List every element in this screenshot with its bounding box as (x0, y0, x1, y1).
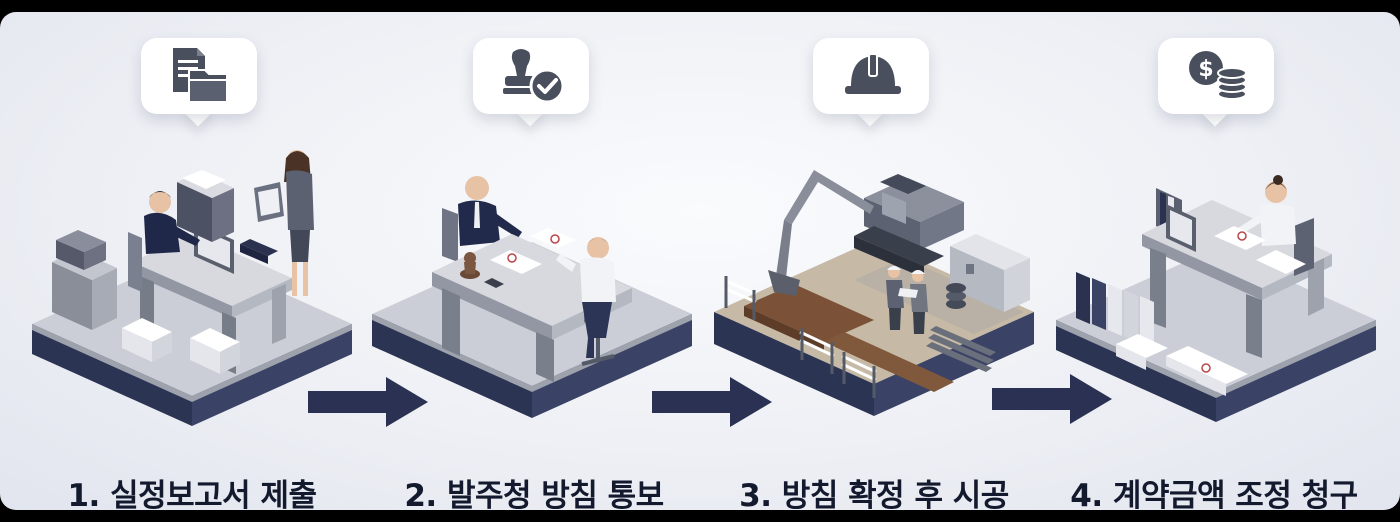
arrow-3-to-4 (990, 374, 1114, 428)
hard-hat-icon (813, 38, 929, 114)
step-3-construction-scene (704, 130, 1044, 434)
step-1-office-scene (22, 142, 362, 436)
step-4-office-scene (1046, 148, 1386, 432)
arrow-2-to-3 (650, 377, 774, 431)
document-folder-icon (141, 38, 257, 114)
step-2-meeting-scene (362, 142, 702, 436)
step-2-bubble (473, 38, 589, 127)
dollar-coins-icon: $ (1158, 38, 1274, 114)
step-4-bubble: $ (1158, 38, 1274, 127)
step-2-label: 2. 발주청 방침 통보 (404, 478, 664, 510)
step-3-label: 3. 방침 확정 후 시공 (739, 478, 1009, 510)
diagram-canvas: $ (0, 12, 1400, 510)
step-1-label: 1. 실정보고서 제출 (67, 478, 317, 510)
arrow-1-to-2 (306, 377, 430, 431)
svg-text:$: $ (1198, 57, 1213, 82)
step-1-bubble (141, 38, 257, 127)
step-4-label: 4. 계약금액 조정 청구 (1070, 478, 1358, 510)
stamp-check-icon (473, 38, 589, 114)
step-3-bubble (813, 38, 929, 127)
